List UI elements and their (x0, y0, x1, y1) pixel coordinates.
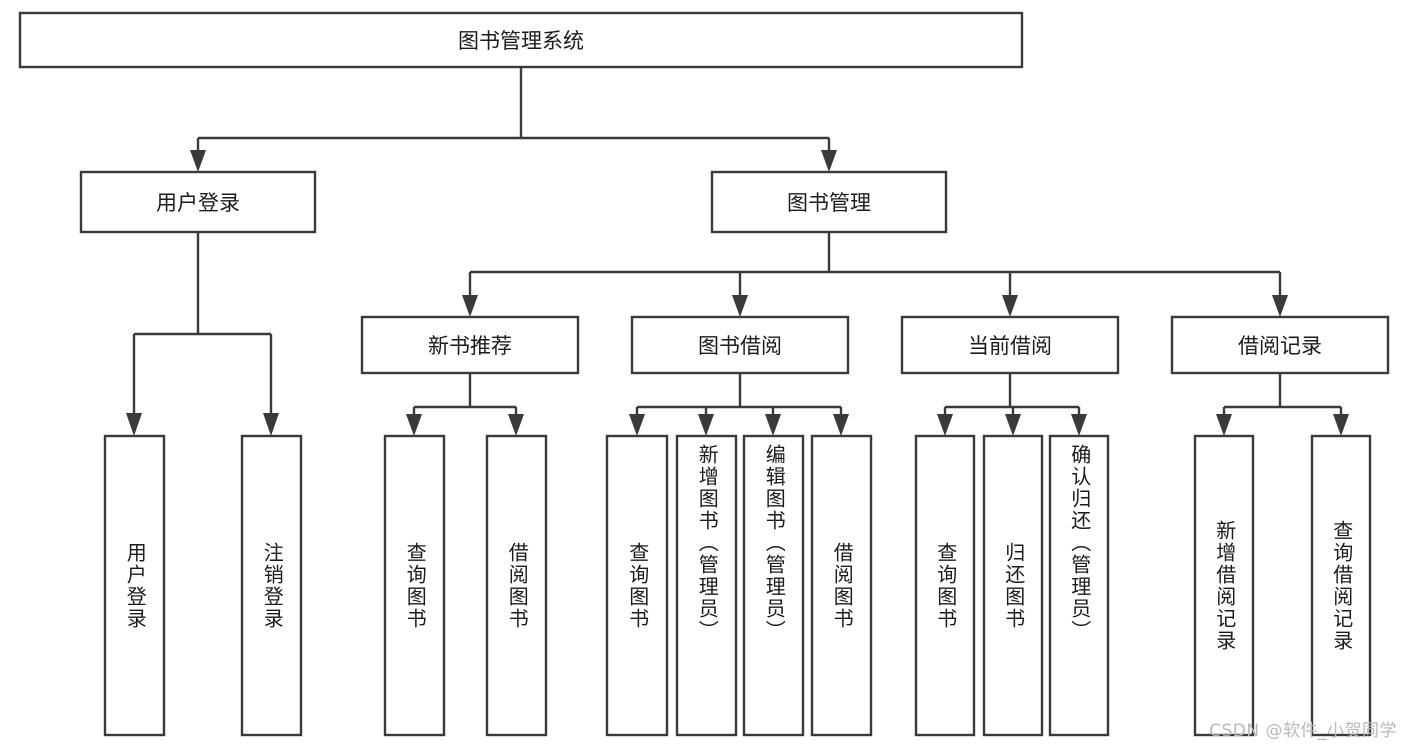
arrow-to-user-login (190, 150, 206, 172)
leaf-borrow-book-box[interactable] (810, 434, 873, 737)
node-borrow-record-label: 借阅记录 (1238, 334, 1322, 358)
arrow-to-book-management (821, 150, 837, 172)
leaf-query-book-borrow-box[interactable] (605, 434, 669, 737)
arrow-to-leaf-borrow-book-rec (508, 414, 524, 436)
leaf-query-borrow-record-box[interactable] (1310, 434, 1372, 737)
arrow-to-leaf-return-book (1005, 414, 1021, 436)
connector-book-borrow-bus (635, 373, 843, 416)
connector-group (126, 67, 1349, 436)
connector-root-bus (196, 67, 831, 152)
arrow-to-leaf-query-book-rec (406, 414, 422, 436)
leaf-add-borrow-record-box[interactable] (1193, 434, 1255, 737)
node-root[interactable]: 图书管理系统 (18, 11, 1024, 69)
node-new-book-recommend[interactable]: 新书推荐 (360, 315, 580, 375)
node-book-borrow[interactable]: 图书借阅 (630, 315, 850, 375)
node-borrow-record[interactable]: 借阅记录 (1170, 315, 1390, 375)
connector-current-borrow-bus (943, 373, 1081, 416)
node-book-management-box[interactable] (710, 170, 948, 234)
leaf-confirm-return-admin-box[interactable] (1048, 434, 1110, 737)
arrow-to-leaf-query-borrow-record (1333, 414, 1349, 436)
arrow-to-leaf-confirm-return-admin (1071, 414, 1087, 436)
leaf-add-book-admin-box[interactable] (675, 434, 738, 737)
leaf-boxes-group (103, 434, 1372, 737)
node-current-borrow[interactable]: 当前借阅 (900, 315, 1120, 375)
arrow-to-leaf-query-book-borrow (629, 414, 645, 436)
arrow-to-leaf-logout (263, 413, 279, 436)
arrow-to-borrow-record (1272, 295, 1288, 317)
arrow-to-leaf-add-borrow-record (1216, 414, 1232, 436)
leaf-query-book-current-box[interactable] (914, 434, 976, 737)
node-book-management[interactable]: 图书管理 (710, 170, 948, 234)
connector-new-book-recommend-bus (412, 373, 518, 416)
arrow-to-book-borrow (732, 295, 748, 317)
node-new-book-recommend-label: 新书推荐 (428, 334, 512, 358)
node-book-borrow-label: 图书借阅 (698, 334, 782, 358)
node-new-book-recommend-box[interactable] (360, 315, 580, 375)
node-current-borrow-label: 当前借阅 (968, 334, 1052, 358)
leaf-edit-book-admin-box[interactable] (742, 434, 805, 737)
leaf-borrow-book-rec-box[interactable] (485, 434, 548, 737)
node-root-label: 图书管理系统 (458, 29, 584, 53)
node-book-management-label: 图书管理 (787, 191, 871, 215)
arrow-to-current-borrow (1002, 295, 1018, 317)
node-book-borrow-box[interactable] (630, 315, 850, 375)
connector-book-management-bus (468, 232, 1282, 297)
arrow-to-leaf-edit-book-admin (765, 414, 781, 436)
leaf-query-book-rec-box[interactable] (383, 434, 446, 737)
arrow-to-leaf-borrow-book (833, 414, 849, 436)
leaf-user-login-box[interactable] (103, 434, 166, 737)
arrow-to-new-book-recommend (462, 295, 478, 317)
leaf-logout-box[interactable] (240, 434, 303, 737)
node-user-login-box[interactable] (79, 170, 317, 234)
node-user-login[interactable]: 用户登录 (79, 170, 317, 234)
node-root-box[interactable] (18, 11, 1024, 69)
arrow-to-leaf-user-login (126, 413, 142, 436)
connector-borrow-record-bus (1222, 373, 1343, 416)
node-borrow-record-box[interactable] (1170, 315, 1390, 375)
arrow-to-leaf-query-book-current (937, 414, 953, 436)
connector-user-login-bus (132, 232, 273, 415)
node-current-borrow-box[interactable] (900, 315, 1120, 375)
leaf-return-book-box[interactable] (982, 434, 1044, 737)
arrow-to-leaf-add-book-admin (698, 414, 714, 436)
node-user-login-label: 用户登录 (156, 191, 240, 215)
